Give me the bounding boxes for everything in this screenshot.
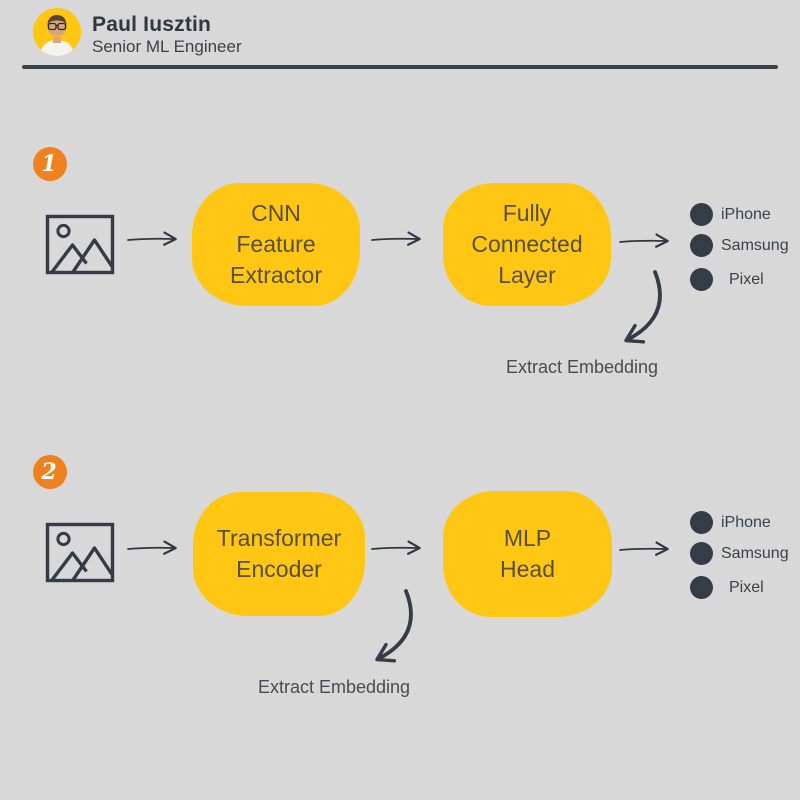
author-title: Senior ML Engineer — [92, 37, 242, 56]
class-dot-icon — [690, 203, 713, 226]
block-fully-connected-layer: Fully Connected Layer — [443, 183, 611, 306]
output-classes: iPhone Samsung Pixel — [690, 511, 800, 607]
author-name: Paul Iusztin — [92, 13, 212, 36]
output-row: Pixel — [690, 576, 764, 599]
avatar — [33, 8, 81, 56]
extract-embedding-label: Extract Embedding — [257, 677, 411, 697]
block-label-line: Transformer — [216, 525, 342, 551]
class-label: Pixel — [729, 270, 764, 288]
arrow-right-icon — [127, 231, 177, 246]
block-label-line: Fully — [502, 200, 552, 226]
person-avatar-icon — [33, 8, 81, 56]
step-2-badge: 2 — [33, 455, 67, 489]
extract-embedding-label: Extract Embedding — [505, 357, 659, 377]
output-row: Samsung — [690, 542, 789, 565]
class-dot-icon — [690, 511, 713, 534]
step-1-badge: 1 — [33, 147, 67, 181]
block-transformer-encoder: Transformer Encoder — [193, 492, 365, 616]
curved-arrow-down-icon — [624, 270, 662, 344]
block-label-line: Extractor — [229, 262, 323, 288]
image-icon — [45, 214, 115, 275]
block-label-line: MLP — [503, 525, 552, 551]
class-dot-icon — [690, 576, 713, 599]
header-divider — [22, 65, 778, 69]
output-classes: iPhone Samsung Pixel — [690, 203, 800, 299]
output-row: iPhone — [690, 511, 771, 534]
block-label-line: Feature — [236, 231, 316, 257]
class-dot-icon — [690, 234, 713, 257]
arrow-right-icon — [619, 541, 669, 556]
curved-arrow-down-icon — [375, 589, 413, 663]
class-dot-icon — [690, 542, 713, 565]
image-icon — [45, 522, 115, 583]
class-label: Samsung — [721, 236, 789, 254]
block-mlp-head: MLP Head — [443, 491, 612, 617]
block-label-line: Connected — [471, 231, 583, 257]
output-row: iPhone — [690, 203, 771, 226]
class-label: Samsung — [721, 544, 789, 562]
output-row: Pixel — [690, 268, 764, 291]
class-label: iPhone — [721, 513, 771, 531]
class-label: Pixel — [729, 578, 764, 596]
arrow-right-icon — [127, 540, 177, 555]
block-label-line: Head — [500, 556, 555, 582]
arrow-right-icon — [371, 540, 421, 555]
block-label-line: Layer — [498, 262, 556, 288]
block-label-line: Encoder — [236, 556, 322, 582]
output-row: Samsung — [690, 234, 789, 257]
arrow-right-icon — [371, 231, 421, 246]
block-label-line: CNN — [251, 200, 301, 226]
class-dot-icon — [690, 268, 713, 291]
arrow-right-icon — [619, 233, 669, 248]
block-cnn-feature-extractor: CNN Feature Extractor — [192, 183, 360, 306]
class-label: iPhone — [721, 205, 771, 223]
